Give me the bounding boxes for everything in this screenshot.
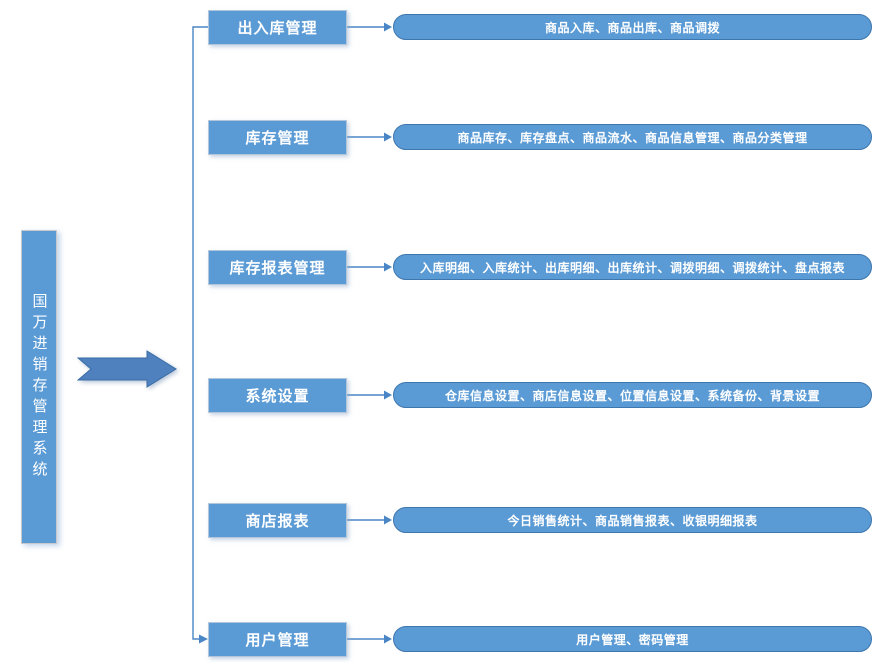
elbow-arrowhead-icon [199,634,208,644]
detail-pill-inout-warehouse: 商品入库、商品出库、商品调拨 [393,14,872,40]
branch-node-store-report: 商店报表 [208,503,347,538]
detail-pill-store-report: 今日销售统计、商品销售报表、收银明细报表 [393,507,872,533]
branch-node-inventory: 库存管理 [208,120,347,155]
branch-node-user-management: 用户管理 [208,622,347,657]
arrowhead-icon [384,515,392,525]
arrowhead-icon [384,262,392,272]
detail-pill-inventory: 商品库存、库存盘点、商品流水、商品信息管理、商品分类管理 [393,124,872,150]
root-system-node: 国万进销存管理系统 [21,230,57,544]
detail-pill-inventory-report: 入库明细、入库统计、出库明细、出库统计、调拨明细、调拨统计、盘点报表 [393,254,872,280]
branch-node-inout-warehouse: 出入库管理 [208,10,347,45]
detail-pill-user-management: 用户管理、密码管理 [393,626,872,652]
arrowhead-icon [384,634,392,644]
arrowhead-icon [384,132,392,142]
arrowhead-icon [384,22,392,32]
detail-pill-system-settings: 仓库信息设置、商店信息设置、位置信息设置、系统备份、背景设置 [393,382,872,408]
branch-node-inventory-report: 库存报表管理 [208,250,347,285]
root-system-label: 国万进销存管理系统 [30,292,48,482]
branch-node-system-settings: 系统设置 [208,378,347,413]
elbow-connector [192,26,208,640]
block-arrow-icon [77,350,177,388]
arrowhead-icon [384,390,392,400]
